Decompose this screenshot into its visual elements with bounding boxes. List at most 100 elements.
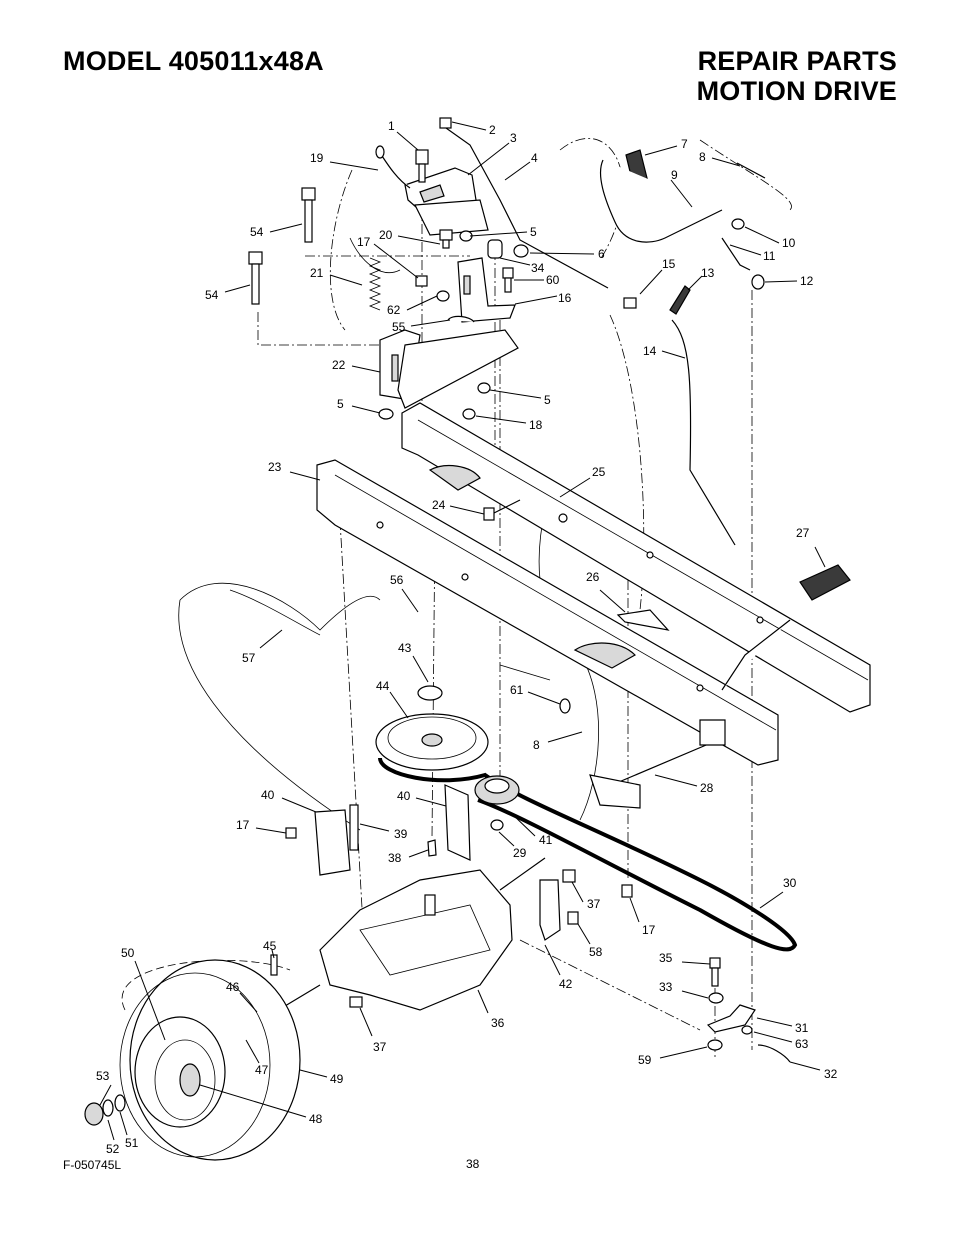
bracket-31 (706, 1004, 756, 1033)
callout-60: 60 (546, 273, 560, 287)
bolt-60-shank (504, 277, 512, 293)
spring-path-lower (178, 599, 361, 831)
callout-40a: 40 (261, 788, 275, 802)
bolt-1-head (415, 149, 429, 165)
frame-rail-23 (316, 459, 779, 766)
bolt-20-shank (442, 239, 450, 249)
nut-29 (490, 819, 504, 831)
callout-5b: 5 (337, 397, 344, 411)
callout-55: 55 (392, 320, 406, 334)
frame-rail-25-edge (417, 419, 869, 681)
callout-33: 33 (659, 980, 673, 994)
callout-17b: 17 (236, 818, 250, 832)
nut-5b (477, 382, 491, 394)
nut-18 (462, 408, 476, 420)
callout-31: 31 (795, 1021, 809, 1035)
bolt-60-head (502, 267, 514, 279)
wheel-phantom-arc (121, 959, 291, 1011)
rear-wheel (84, 959, 301, 1161)
callout-20: 20 (379, 228, 393, 242)
pulleys-and-belt (229, 589, 798, 952)
washer-62 (436, 290, 450, 302)
page-number: 38 (466, 1157, 480, 1171)
callout-62: 62 (387, 303, 401, 317)
callout-30: 30 (783, 876, 797, 890)
callout-25: 25 (592, 465, 606, 479)
spacer-6 (487, 239, 503, 259)
bracket-22-plate (397, 329, 519, 409)
bracket-40a (314, 809, 351, 876)
swivel-12 (751, 274, 765, 290)
spacer-61 (559, 698, 571, 714)
transaxle-input-shaft (424, 894, 436, 916)
callout-59: 59 (638, 1053, 652, 1067)
key-38 (427, 839, 437, 857)
assembly-line-rod-19 (329, 169, 353, 331)
wheel-rim-50-inner (154, 1039, 216, 1121)
washer-10 (731, 218, 745, 230)
callout-2: 2 (489, 123, 496, 137)
bolt-17a-head (415, 275, 428, 287)
washer-52 (102, 1099, 114, 1117)
callout-45: 45 (263, 939, 277, 953)
callout-13: 13 (701, 266, 715, 280)
bolt-54b-shank (251, 263, 260, 305)
bracket-plate-slot (419, 184, 445, 203)
bolt-17b (285, 827, 297, 839)
bolt-1-shank (418, 163, 426, 183)
section-title-line1: REPAIR PARTS (697, 46, 897, 76)
spring-path-upper (179, 582, 381, 631)
callout-57: 57 (242, 651, 256, 665)
bolt-24-shank (493, 499, 521, 514)
callout-48: 48 (309, 1112, 323, 1126)
callout-27: 27 (796, 526, 810, 540)
callout-10: 10 (782, 236, 796, 250)
cable-path-right (577, 649, 599, 821)
nut-37a (562, 869, 576, 883)
callout-46: 46 (226, 980, 240, 994)
rod-14 (671, 319, 736, 546)
assembly-line-bracket-right (431, 519, 436, 839)
callout-54b: 54 (205, 288, 219, 302)
pin-8a (736, 162, 766, 179)
upper-linkage-parts (248, 117, 766, 546)
frame-rail-25 (401, 402, 871, 713)
callout-4: 4 (531, 151, 538, 165)
drive-belt-30 (378, 757, 798, 952)
callout-24: 24 (432, 498, 446, 512)
bracket-26 (616, 609, 670, 631)
callout-41: 41 (539, 833, 553, 847)
bracket-base (414, 199, 489, 236)
figure-code: F-050745L (63, 1158, 122, 1172)
callout-19: 19 (310, 151, 324, 165)
callout-7: 7 (681, 137, 688, 151)
washer-33 (708, 992, 724, 1004)
bracket-22-slot (391, 354, 399, 382)
callout-37b: 37 (373, 1040, 387, 1054)
callout-17c: 17 (642, 923, 656, 937)
pin-32 (757, 1044, 791, 1063)
callout-51: 51 (125, 1136, 139, 1150)
callout-47: 47 (255, 1063, 269, 1077)
callout-53: 53 (96, 1069, 110, 1083)
bolt-20-head (439, 229, 453, 241)
spring-56 (499, 664, 551, 681)
spring-21 (368, 257, 382, 311)
assembly-line-pin-8 (699, 139, 792, 211)
rod-4 (445, 127, 609, 289)
pedal-pad-27 (799, 564, 851, 601)
callout-39: 39 (394, 827, 408, 841)
frame-holes (376, 513, 764, 692)
callout-16: 16 (558, 291, 572, 305)
section-title: REPAIR PARTS MOTION DRIVE (697, 46, 897, 106)
callout-42: 42 (559, 977, 573, 991)
callout-50: 50 (121, 946, 135, 960)
callout-21: 21 (310, 266, 324, 280)
lever-9 (599, 159, 723, 243)
washer-59 (707, 1039, 723, 1051)
callout-34: 34 (531, 261, 545, 275)
callout-9: 9 (671, 168, 678, 182)
callout-8a: 8 (699, 150, 706, 164)
washer-34 (513, 244, 529, 258)
